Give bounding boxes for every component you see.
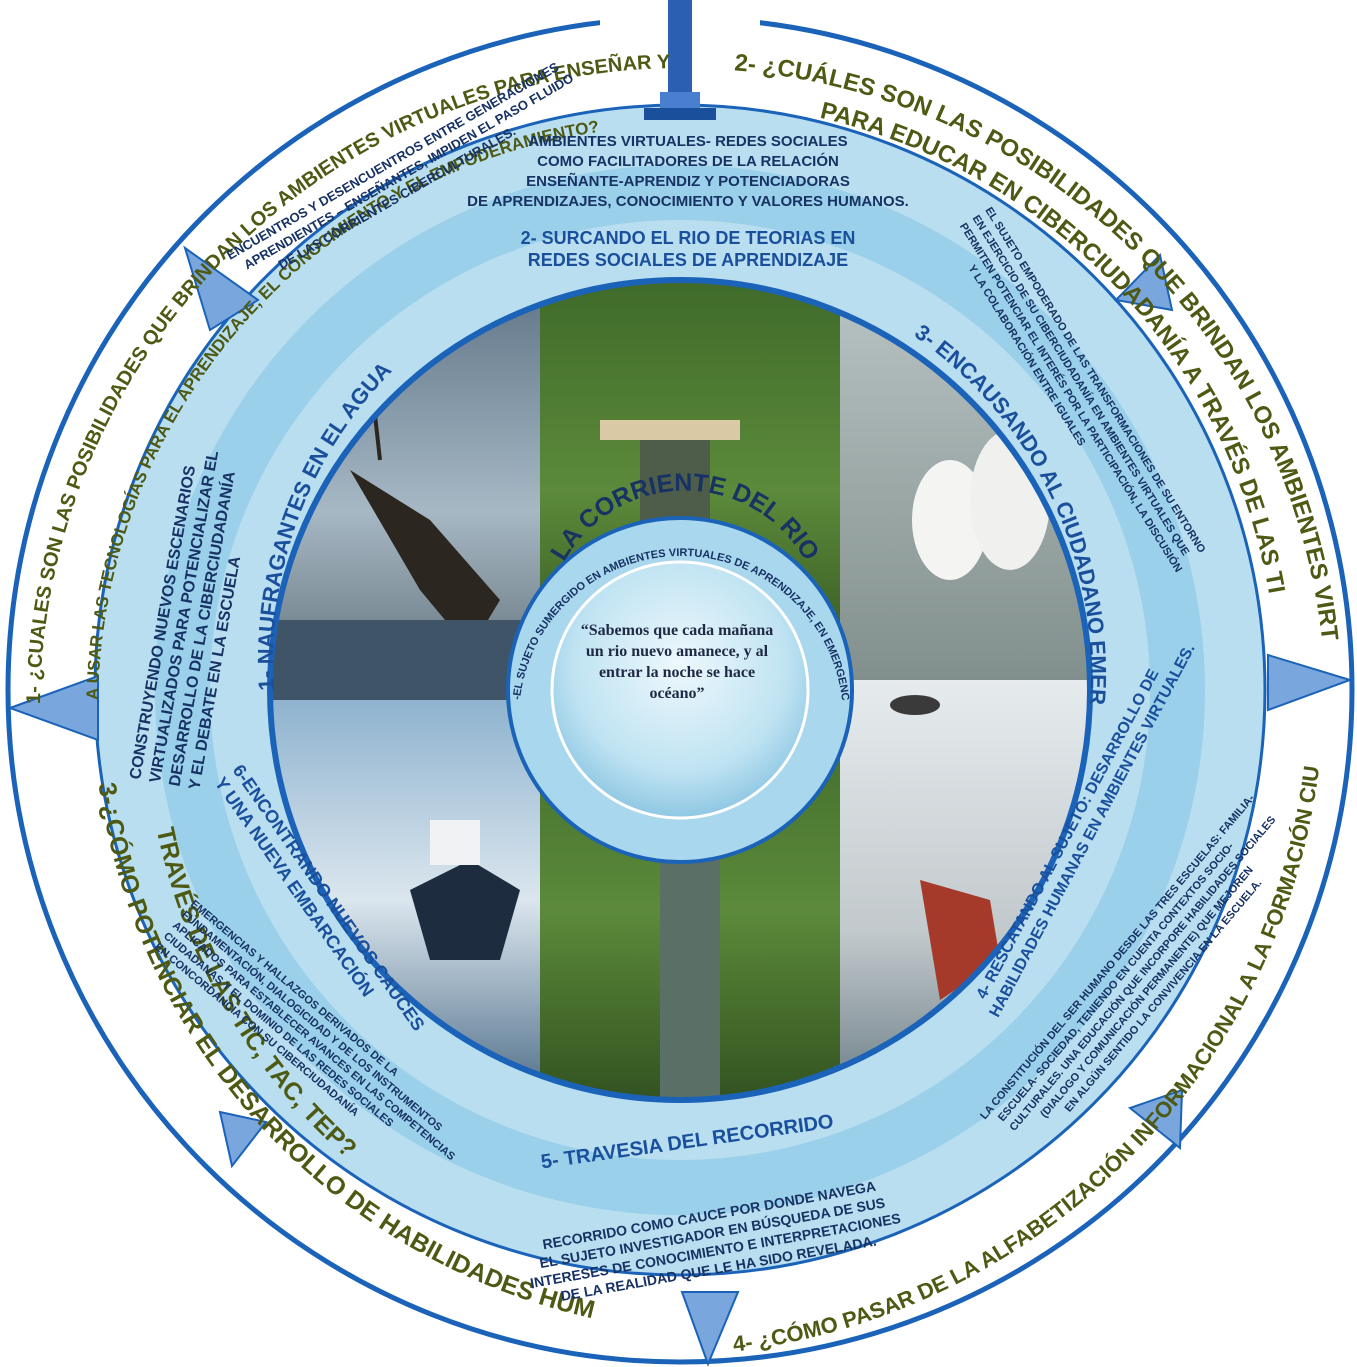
- arrow-left-icon: [7, 674, 99, 742]
- svg-text:COMO FACILITADORES DE LA RELAC: COMO FACILITADORES DE LA RELACIÓN: [537, 152, 839, 170]
- svg-text:AMBIENTES VIRTUALES- REDES SOC: AMBIENTES VIRTUALES- REDES SOCIALES: [528, 133, 847, 150]
- arrow-topleft-icon: [183, 245, 260, 332]
- svg-text:DE APRENDIZAJES, CONOCIMIENTO: DE APRENDIZAJES, CONOCIMIENTO Y VALORES …: [467, 193, 909, 210]
- center-quote: “Sabemos que cada mañana un rio nuevo am…: [580, 622, 774, 702]
- svg-text:ENSEÑANTE-APRENDIZ Y POTENCIAD: ENSEÑANTE-APRENDIZ Y POTENCIADORAS: [526, 172, 850, 190]
- arrow-topright-icon: [1113, 252, 1174, 312]
- stage-2-title: 2- SURCANDO EL RIO DE TEORIAS EN REDES S…: [521, 228, 856, 270]
- top-description: AMBIENTES VIRTUALES- REDES SOCIALES COMO…: [467, 133, 909, 210]
- svg-text:REDES SOCIALES DE APRENDIZAJE: REDES SOCIALES DE APRENDIZAJE: [528, 250, 848, 270]
- arrow-right-icon: [1267, 653, 1354, 712]
- pipe-icon: [644, 0, 716, 120]
- svg-text:2- SURCANDO EL RIO DE TEORIAS: 2- SURCANDO EL RIO DE TEORIAS EN: [521, 228, 856, 248]
- arrow-bottomleft-icon: [218, 1110, 268, 1169]
- arrow-bottomright-icon: [1127, 1088, 1184, 1151]
- arrow-bottom-icon: [680, 1291, 740, 1367]
